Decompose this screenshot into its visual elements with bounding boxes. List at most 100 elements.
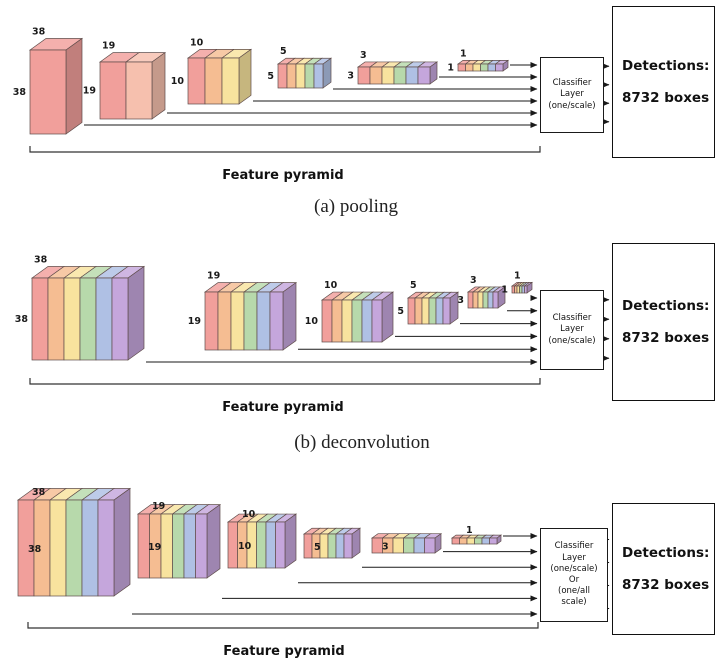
box-front-slice	[243, 291, 258, 351]
box-front-slice	[341, 299, 353, 343]
box-front-slice	[221, 57, 240, 105]
feature-pyramid-label: Feature pyramid	[223, 644, 345, 659]
box-front-slice	[477, 291, 484, 309]
box-front-slice	[414, 297, 423, 325]
box-front-slice	[187, 57, 206, 105]
box-front-slice	[303, 533, 313, 559]
box-front-slice	[451, 537, 460, 545]
box-side-face	[381, 291, 394, 343]
detections-box: Detections: 8732 boxes	[612, 503, 715, 635]
box-size-label: 1	[514, 270, 521, 281]
box-size-label: 10	[324, 280, 338, 291]
box-size-label: 19	[83, 86, 96, 97]
box-front-slice	[487, 291, 494, 309]
feature-map-box: 10 10	[226, 509, 298, 569]
detections-title: Detections:	[622, 58, 710, 74]
box-front-slice	[495, 63, 504, 72]
feature-map-box: 55	[267, 46, 333, 89]
feature-map-box: 3	[370, 532, 443, 554]
feature-pyramid-bracket	[29, 146, 541, 153]
box-size-label: 38	[32, 26, 46, 37]
box-front-slice	[511, 285, 515, 294]
box-front-slice	[111, 277, 129, 361]
box-size-label: 1	[466, 525, 473, 536]
box-front-slice	[275, 521, 286, 569]
box-front-slice	[442, 297, 451, 325]
detections-title: Detections:	[622, 298, 710, 314]
box-size-label: 1	[460, 48, 467, 59]
detections-box: Detections: 8732 boxes	[612, 243, 715, 401]
box-size-label: 1	[501, 285, 508, 296]
detections-count: 8732 boxes	[622, 577, 710, 593]
box-size-label: 3	[470, 275, 477, 286]
box-front-slice	[63, 277, 81, 361]
box-front-slice	[265, 521, 276, 569]
box-front-slice	[295, 63, 306, 89]
box-front-slice	[474, 537, 483, 545]
box-front-slice	[183, 513, 196, 579]
box-front-slice	[405, 66, 419, 85]
feature-map-box: 55	[397, 280, 460, 325]
box-front-slice	[472, 63, 481, 72]
box-front-slice	[269, 291, 284, 351]
box-size-label: 3	[347, 71, 354, 82]
feature-map-box: 33	[347, 50, 439, 85]
box-front-slice	[227, 521, 238, 569]
box-front-slice	[256, 521, 267, 569]
box-size-label: 5	[280, 46, 287, 57]
box-front-slice	[516, 285, 520, 294]
box-front-slice	[413, 537, 425, 554]
box-front-slice	[343, 533, 353, 559]
box-size-label: 10	[190, 37, 204, 48]
box-front-slice	[361, 299, 373, 343]
box-front-slice	[392, 537, 404, 554]
box-front-slice	[480, 63, 489, 72]
box-front-slice	[381, 66, 395, 85]
box-front-slice	[256, 291, 271, 351]
box-front-slice	[489, 537, 498, 545]
feature-map-box: 33	[457, 275, 507, 309]
box-front-slice	[351, 299, 363, 343]
box-front-slice	[435, 297, 444, 325]
box-front-slice	[217, 291, 232, 351]
feature-map-box: 11	[501, 270, 534, 296]
box-front-slice	[369, 66, 383, 85]
box-size-label: 19	[152, 501, 165, 512]
box-side-face	[238, 48, 252, 105]
feature-map-box: 11	[447, 48, 510, 74]
box-front-slice	[304, 63, 315, 89]
box-front-slice	[81, 499, 99, 597]
box-front-slice	[195, 513, 208, 579]
box-front-slice	[204, 291, 219, 351]
box-front-slice	[327, 533, 337, 559]
box-size-label: 1	[447, 63, 454, 74]
box-front-slice	[79, 277, 97, 361]
box-front-slice	[482, 291, 489, 309]
box-front-slice	[524, 285, 528, 294]
box-size-label: 10	[242, 509, 256, 520]
box-size-label: 10	[238, 541, 252, 552]
box-front-slice	[487, 63, 496, 72]
box-front-slice	[417, 66, 431, 85]
box-front-slice	[313, 63, 324, 89]
box-front-slice	[407, 297, 416, 325]
box-size-label: 3	[457, 295, 464, 306]
box-front-slice	[286, 63, 297, 89]
box-front-slice	[29, 49, 67, 135]
box-size-label: 38	[34, 254, 48, 265]
box-front-slice	[465, 63, 474, 72]
box-front-slice	[428, 297, 437, 325]
box-front-slice	[421, 297, 430, 325]
box-size-label: 5	[397, 306, 404, 317]
